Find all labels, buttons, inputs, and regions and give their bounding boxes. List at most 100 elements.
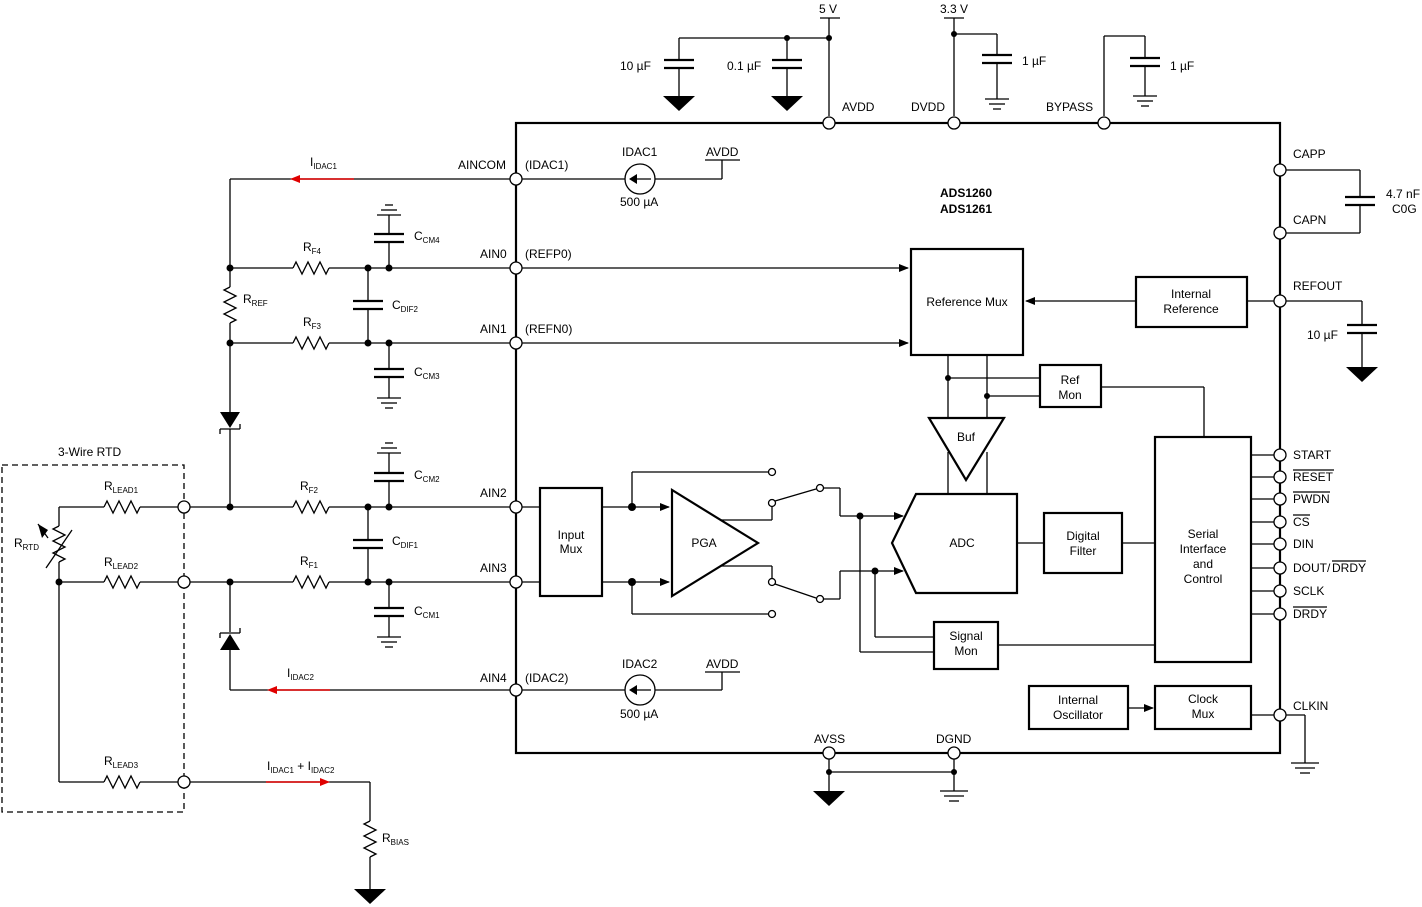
label-cap-1uf-bypass: 1 µF — [1170, 59, 1194, 73]
pin-label-dvdd: DVDD — [911, 100, 945, 114]
serial-interface-label-3: and — [1193, 557, 1213, 571]
pin-ain4 — [509, 683, 523, 697]
chip-name-2: ADS1261 — [940, 202, 992, 216]
digital-filter-label-2: Filter — [1070, 544, 1097, 558]
label-cdif2: CDIF2 — [392, 298, 419, 314]
pin-dvdd — [947, 116, 961, 130]
pin-refout — [1273, 294, 1287, 308]
label-ccm2: CCM2 — [414, 468, 440, 484]
pin-label-dout-drdy: DRDY — [1332, 561, 1366, 575]
label-5v: 5 V — [819, 2, 837, 16]
rtd-box — [1, 464, 185, 813]
pin-ain0 — [509, 261, 523, 275]
label-3v3: 3.3 V — [940, 2, 968, 16]
pin-clkin — [1273, 708, 1287, 722]
label-rref: RREF — [243, 292, 268, 308]
pin-dgnd — [947, 746, 961, 760]
fn-label-refn0: (REFN0) — [525, 322, 572, 336]
label-rbias: RBIAS — [382, 831, 409, 847]
fn-label-idac2: (IDAC2) — [525, 671, 568, 685]
reference-mux-block — [909, 247, 1025, 357]
label-cap-10uf: 10 µF — [620, 59, 651, 73]
label-i-idac1-top: IIDAC1 — [310, 155, 337, 171]
pin-din — [1273, 537, 1287, 551]
cap-type-c0g: C0G — [1392, 202, 1417, 216]
pin-sclk — [1273, 584, 1287, 598]
serial-interface-label-2: Interface — [1180, 542, 1227, 556]
pin-label-avdd: AVDD — [842, 100, 875, 114]
label-ccm4: CCM4 — [414, 229, 440, 245]
digital-filter-label-1: Digital — [1066, 529, 1099, 543]
bottom-pins: AVSS DGND — [813, 732, 972, 806]
idac2-value: 500 µA — [620, 707, 658, 721]
signal-mon-label-2: Mon — [954, 644, 977, 658]
pin-pwdn — [1273, 492, 1287, 506]
pin-label-ain0: AIN0 — [480, 247, 507, 261]
pin-ain1 — [509, 336, 523, 350]
idac2-label: IDAC2 — [622, 657, 658, 671]
label-cap-01uf: 0.1 µF — [727, 59, 761, 73]
pin-ain2 — [509, 500, 523, 514]
right-pins: CAPP CAPN 4.7 nF C0G REFOUT 10 µF START … — [1251, 147, 1420, 774]
ref-mon-block — [1038, 363, 1103, 409]
refout-cap-label: 10 µF — [1307, 328, 1338, 342]
serial-interface-label-4: Control — [1184, 572, 1223, 586]
pin-label-ain4: AIN4 — [480, 671, 507, 685]
idac1-label: IDAC1 — [622, 145, 658, 159]
label-rf1: RF1 — [300, 554, 319, 570]
pin-bypass — [1097, 116, 1111, 130]
rtd-terminal-2 — [177, 575, 191, 589]
pin-avss — [822, 746, 836, 760]
idac1-source: IDAC1 500 µA AVDD — [516, 145, 740, 209]
pin-label-sclk: SCLK — [1293, 584, 1324, 598]
pin-label-reset: RESET — [1293, 470, 1334, 484]
clock-mux-block — [1153, 684, 1253, 731]
pga-amplifier — [670, 488, 761, 598]
label-cap-1uf-dvdd: 1 µF — [1022, 54, 1046, 68]
pin-label-dout: DOUT/ — [1293, 561, 1331, 575]
pin-label-dgnd: DGND — [936, 732, 972, 746]
pin-label-ain1: AIN1 — [480, 322, 507, 336]
chip-name-1: ADS1260 — [940, 186, 992, 200]
rtd-terminal-3 — [177, 775, 191, 789]
pin-ain3 — [509, 575, 523, 589]
internal-oscillator-label-2: Oscillator — [1053, 708, 1103, 722]
input-mux-block — [538, 486, 604, 598]
pin-capp — [1273, 163, 1287, 177]
signal-mon-label-1: Signal — [949, 629, 982, 643]
pin-label-capp: CAPP — [1293, 147, 1326, 161]
internal-oscillator-label-1: Internal — [1058, 693, 1098, 707]
pin-reset — [1273, 470, 1287, 484]
label-rlead2: RLEAD2 — [104, 555, 139, 571]
adc-label: ADC — [949, 536, 975, 550]
idac1-value: 500 µA — [620, 195, 658, 209]
ref-mon-label-1: Ref — [1061, 373, 1080, 387]
idac1-avdd-label: AVDD — [706, 145, 739, 159]
label-ccm1: CCM1 — [414, 604, 440, 620]
pin-label-ain2: AIN2 — [480, 486, 507, 500]
label-rlead1: RLEAD1 — [104, 479, 139, 495]
pin-label-pwdn: PWDN — [1293, 492, 1330, 506]
adc-block — [890, 492, 1019, 595]
pin-label-start: START — [1293, 448, 1332, 462]
label-rlead3: RLEAD3 — [104, 754, 139, 770]
rtd-title: 3-Wire RTD — [58, 445, 121, 459]
input-mux-label-2: Mux — [560, 542, 583, 556]
pin-dout-drdy — [1273, 561, 1287, 575]
internal-reference-block — [1134, 275, 1249, 329]
pin-label-clkin: CLKIN — [1293, 699, 1328, 713]
fn-label-refp0: (REFP0) — [525, 247, 572, 261]
pin-capn — [1273, 226, 1287, 240]
internal-reference-label-2: Reference — [1163, 302, 1219, 316]
idac2-source: IDAC2 500 µA AVDD — [516, 657, 740, 721]
label-rf4: RF4 — [303, 240, 322, 256]
supply-network: 5 V 10 µF 0.1 µF AVDD 3.3 V 1 µF — [620, 2, 1194, 130]
label-i-idac-sum: IIDAC1 + IIDAC2 — [267, 759, 335, 775]
clock-mux-label-2: Mux — [1192, 707, 1215, 721]
pin-cs — [1273, 515, 1287, 529]
serial-interface-label-1: Serial — [1188, 527, 1219, 541]
internal-reference-label-1: Internal — [1171, 287, 1211, 301]
label-rf2: RF2 — [300, 479, 319, 495]
left-pins: AINCOM AIN0 AIN1 AIN2 AIN3 AIN4 (IDAC1) … — [458, 158, 572, 685]
pin-label-drdy: DRDY — [1293, 607, 1327, 621]
